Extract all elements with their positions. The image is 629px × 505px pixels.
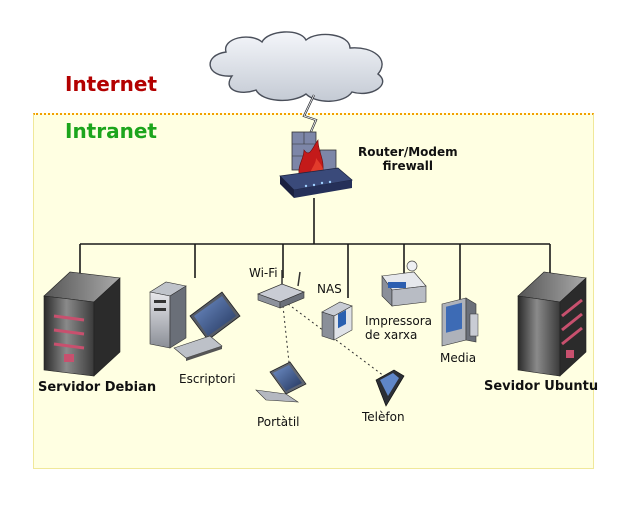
phone-label: Telèfon — [362, 410, 405, 424]
desktop-computer-icon — [149, 281, 241, 361]
network-bus — [79, 198, 551, 300]
desktop-label: Escriptori — [179, 372, 236, 386]
printer-label: Impressora de xarxa — [365, 314, 432, 342]
nas-icon — [321, 301, 353, 341]
firewall-router-icon — [279, 131, 353, 198]
media-center-icon — [441, 297, 479, 347]
media-label: Media — [440, 351, 477, 365]
router-label: Router/Modem firewall — [358, 145, 458, 173]
laptop-icon — [255, 361, 307, 403]
intranet-label: Intranet — [65, 119, 157, 143]
server-debian-label: Servidor Debian — [38, 380, 157, 395]
wifi-access-point-icon — [257, 270, 305, 309]
cloud-icon — [209, 31, 384, 102]
server-icon — [517, 271, 587, 377]
mobile-phone-icon — [375, 369, 405, 407]
server-ubuntu-label: Sevidor Ubuntu — [484, 379, 599, 394]
printer-label-line1: Impressora — [365, 314, 433, 328]
nas-label: NAS — [317, 282, 342, 296]
printer-label-line2: de xarxa — [365, 328, 418, 342]
router-label-line2: firewall — [382, 159, 433, 173]
router-label-line1: Router/Modem — [358, 145, 458, 159]
laptop-label: Portàtil — [257, 415, 300, 429]
internet-label: Internet — [65, 72, 158, 96]
server-icon — [43, 271, 121, 377]
network-printer-icon — [381, 260, 427, 307]
wireless-links — [282, 303, 385, 377]
wifi-label: Wi-Fi — [249, 266, 278, 280]
